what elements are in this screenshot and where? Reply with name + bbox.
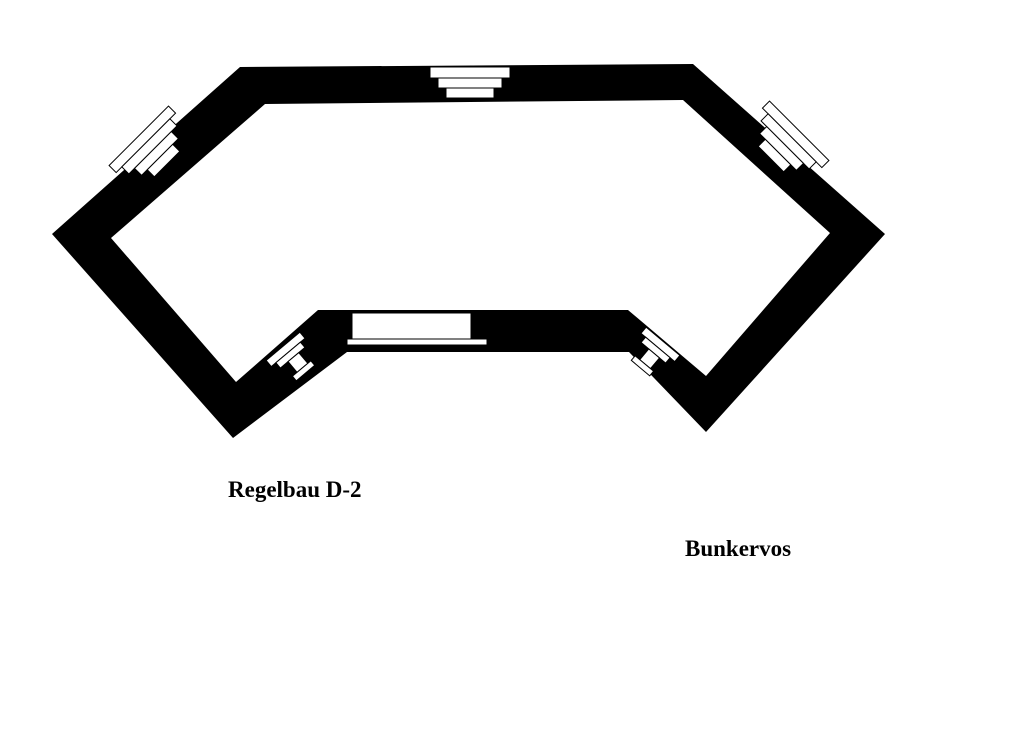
entrance-bottom: [346, 312, 488, 346]
diagram-credit: Bunkervos: [685, 536, 792, 561]
interior-room: [111, 100, 830, 382]
embrasure-lower-left: [265, 331, 316, 382]
embrasure-top: [429, 66, 511, 99]
embrasure-upper-right: [757, 100, 830, 173]
embrasure-upper-left: [108, 105, 181, 178]
embrasure-lower-right: [630, 326, 681, 377]
diagram-title: Regelbau D-2: [228, 477, 362, 502]
